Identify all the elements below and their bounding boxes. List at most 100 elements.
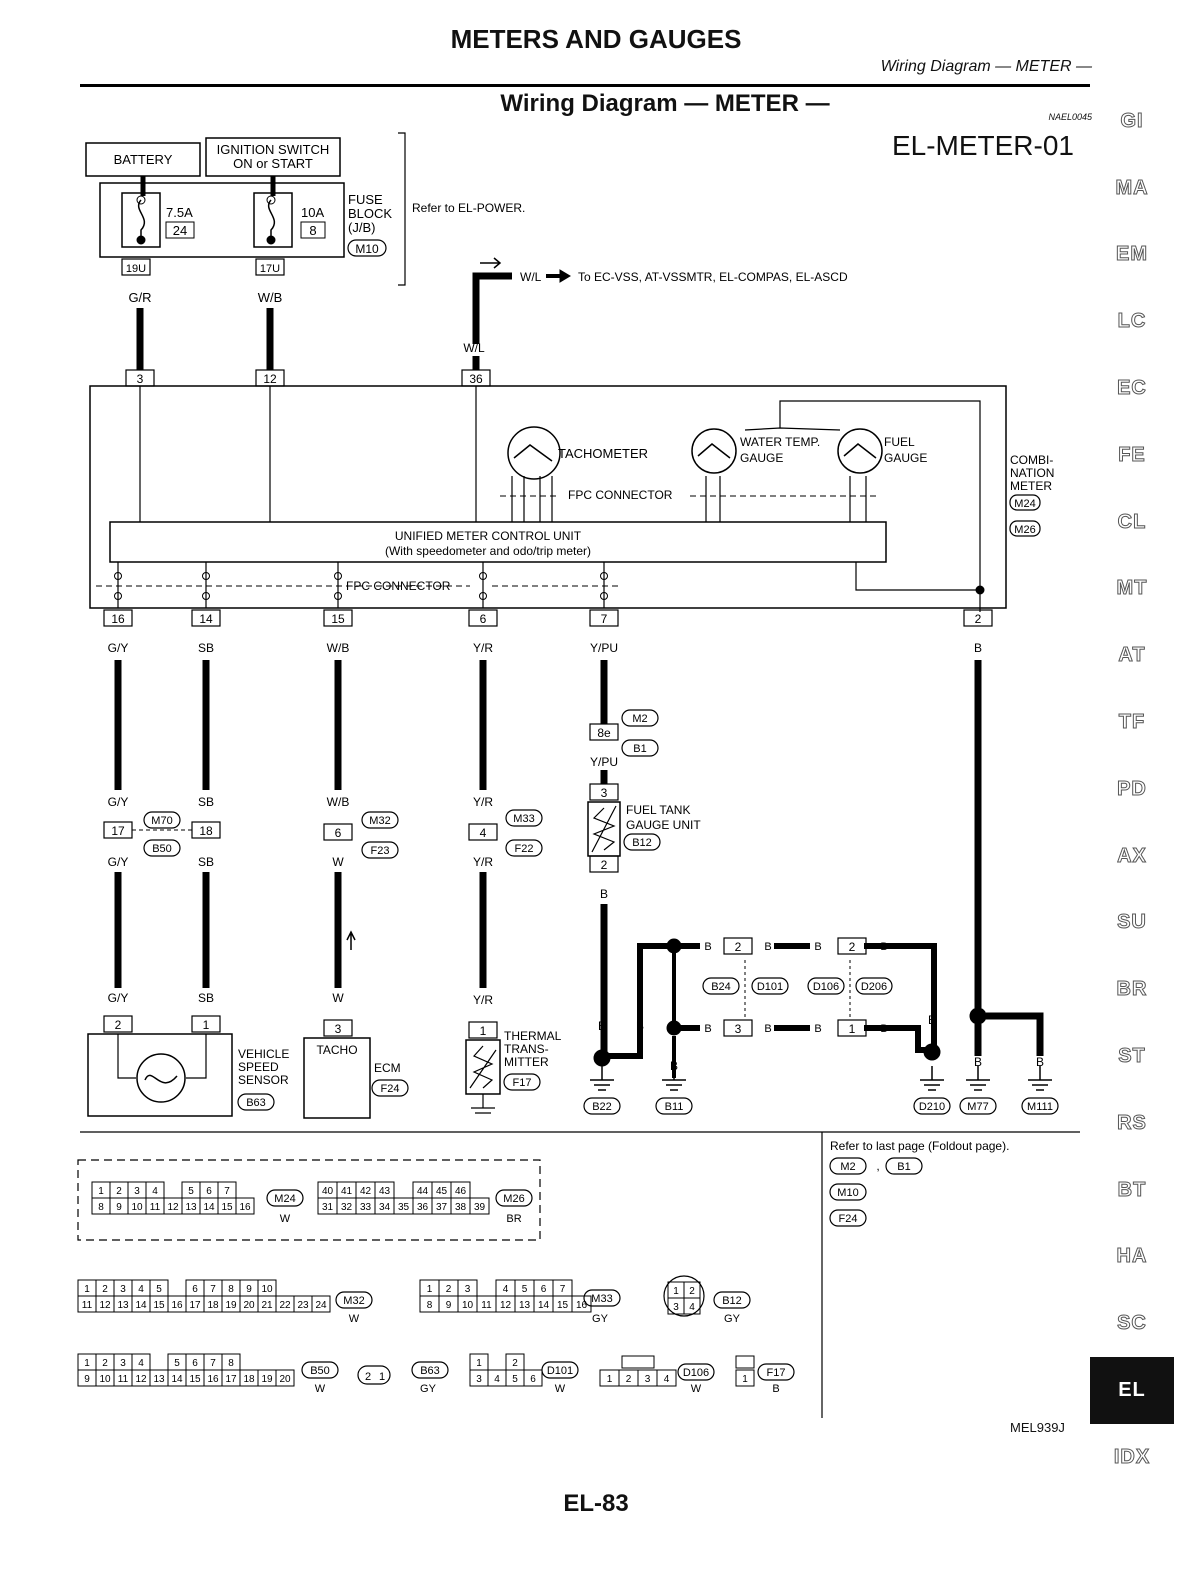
connector-b12-pin-4: 4 [689,1302,695,1313]
connector-m32-pin-24: 24 [315,1300,327,1311]
ref-m10-oval [829,1183,867,1201]
wire-label-bottom-2: W/B [327,641,350,655]
conn-b12-oval [623,833,661,851]
conn-b1: B1 [633,743,646,755]
connector-d106-pin-2: 2 [626,1374,632,1385]
sidebar-item-rs[interactable]: RS [1117,1111,1147,1134]
sidebar-item-su[interactable]: SU [1117,911,1147,934]
sidebar-item-lc[interactable]: LC [1117,310,1147,333]
sidebar-item-pd[interactable]: PD [1117,777,1147,800]
connector-m24-pin-4: 4 [152,1186,158,1197]
conn-18: 18 [199,824,213,838]
sidebar-item-ma[interactable]: MA [1115,176,1149,199]
sidebar-item-cl[interactable]: CL [1117,510,1147,533]
connector-m33-pin-5: 5 [522,1284,528,1295]
wire-sb-2: SB [198,855,214,869]
connector-b12-color: GY [724,1313,741,1325]
connector-m32-pin-10: 10 [261,1284,273,1295]
conn-4: 4 [480,826,487,840]
sidebar-item-mt[interactable]: MT [1116,577,1148,600]
ground-m77: M77 [967,1101,988,1113]
fuse-block-label-2: BLOCK [348,206,392,221]
connector-d101-color: W [555,1383,566,1395]
fuel-gauge-label: FUEL [884,435,915,449]
sidebar-item-el[interactable]: EL [1090,1357,1174,1424]
connector-m24-pin-2: 2 [116,1186,122,1197]
connector-m32-pin-5: 5 [156,1284,162,1295]
sidebar-item-sc[interactable]: SC [1117,1312,1147,1335]
connector-m32-id-oval [335,1291,373,1309]
sidebar-item-at[interactable]: AT [1118,644,1146,667]
sidebar-item-tf[interactable]: TF [1118,711,1146,734]
meter-pin-2-box [963,609,993,627]
connector-b50-pin-17: 17 [225,1374,237,1385]
connector-m26-color: BR [506,1213,521,1225]
conn-b12: B12 [632,837,652,849]
ground-b22: B22 [592,1101,612,1113]
tachometer-label: TACHOMETER [558,446,648,461]
wire-w-1: W [332,855,344,869]
connector-m26-pin-44: 44 [417,1186,429,1197]
sidebar-item-fe[interactable]: FE [1118,443,1146,466]
meter-pin-12: 12 [263,372,277,386]
sidebar-item-em[interactable]: EM [1116,243,1148,266]
wire-label-bottom-3: Y/R [473,641,493,655]
thermal-pin-1-box [468,1021,498,1039]
connector-b50-pin-13: 13 [153,1374,165,1385]
conn-m33: M33 [513,813,534,825]
connector-m33-pin-6: 6 [541,1284,547,1295]
tachometer-gauge [507,426,561,480]
conn-m70: M70 [151,815,172,827]
joint-pin-3: 3 [735,1022,742,1036]
conn-m2-oval [621,709,659,727]
sidebar-item-ax[interactable]: AX [1117,844,1147,867]
ref-comma: , [876,1159,879,1173]
ref-f24-oval [829,1209,867,1227]
combination-meter-label-1: COMBI- [1010,453,1053,467]
sidebar-item-gi[interactable]: GI [1120,109,1144,132]
connector-m32-pin-7: 7 [210,1284,216,1295]
sidebar-item-idx[interactable]: IDX [1113,1445,1151,1468]
conn-b50-oval [143,839,181,857]
fuel-tank-label-1: FUEL TANK [626,803,690,817]
conn-f17-oval [503,1073,541,1091]
connector-m33-pin-1: 1 [427,1284,433,1295]
connector-m33-pin-16: 16 [576,1300,588,1311]
connector-d106-id: D106 [683,1367,709,1379]
connector-m33-pin-13: 13 [519,1300,531,1311]
connector-m32-pin-18: 18 [207,1300,219,1311]
conn-f24-oval [371,1079,409,1097]
connector-b50-pin-15: 15 [189,1374,201,1385]
foldout-ref: Refer to last page (Foldout page). [830,1139,1009,1153]
connector-m32-pin-9: 9 [246,1284,252,1295]
connector-m26-pin-37: 37 [436,1202,448,1213]
connector-f17-color: B [772,1383,779,1395]
connector-d106-pin-3: 3 [645,1374,651,1385]
sidebar-item-bt[interactable]: BT [1117,1178,1147,1201]
connector-m24-pin-16: 16 [239,1202,251,1213]
joint-pin-3-box [723,1019,753,1037]
joint-pin-2b: 2 [849,940,856,954]
wire-yr-1: Y/R [473,795,493,809]
joint-wire-b1: B [704,941,711,953]
page-title: METERS AND GAUGES [450,24,742,54]
wire-label-gr: G/R [128,290,151,305]
wiring-diagram: BATTERY IGNITION SWITCH ON or START 7.5A… [77,132,1080,1418]
sidebar-item-st[interactable]: ST [1118,1045,1146,1068]
connector-m24-pin-5: 5 [188,1186,194,1197]
vss-label-3: SENSOR [238,1073,289,1087]
gnd-label-5: B [974,1055,982,1069]
sidebar-item-ha[interactable]: HA [1116,1245,1148,1268]
gnd-label-1: B [598,1019,606,1033]
sidebar-item-ec[interactable]: EC [1117,377,1147,400]
wire-label-bottom-5: B [974,641,982,655]
connector-m32-cell [311,1295,331,1313]
joint-pin-2a-box [723,937,753,955]
fuse-24-number: 24 [173,223,187,238]
connector-m33-id: M33 [591,1293,612,1305]
sidebar-item-br[interactable]: BR [1116,978,1148,1001]
conn-8e-box [589,723,619,741]
connector-b12-id-oval [713,1291,751,1309]
connector-m24-pin-10: 10 [131,1202,143,1213]
conn-m33-oval [505,809,543,827]
